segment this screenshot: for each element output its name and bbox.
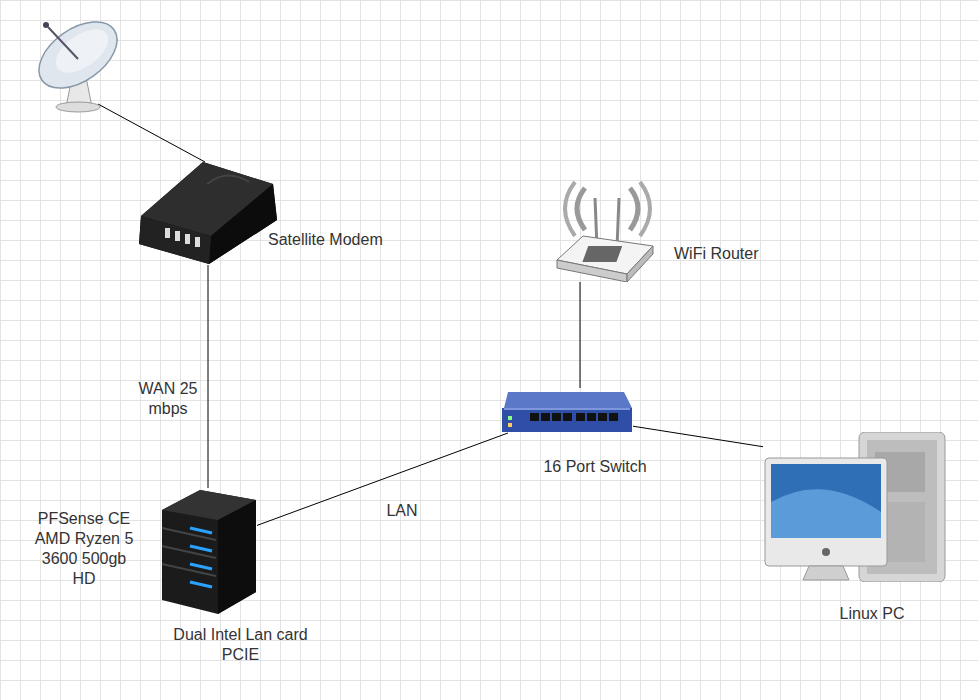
- linux-pc-icon: [763, 432, 946, 582]
- network-cable: [580, 282, 581, 388]
- pfsense-server: PFSense CE AMD Ryzen 5 3600 500gb HDDual…: [160, 488, 257, 615]
- network-switch: 16 Port Switch: [500, 388, 633, 433]
- linux-pc: Linux PC: [763, 432, 946, 582]
- device-label: Dual Intel Lan card PCIE: [158, 625, 323, 665]
- device-label: PFSense CE AMD Ryzen 5 3600 500gb HD: [28, 509, 140, 589]
- wifi-router: WiFi Router: [555, 178, 660, 282]
- device-label: 16 Port Switch: [520, 457, 670, 477]
- device-label: WiFi Router: [674, 244, 784, 264]
- wifi-router-icon: [555, 178, 660, 282]
- network-cable: [208, 265, 209, 488]
- network-switch-icon: [500, 388, 633, 433]
- link-label: LAN: [372, 501, 432, 521]
- pfsense-server-icon: [160, 488, 257, 615]
- device-label: Satellite Modem: [268, 230, 408, 250]
- link-label: WAN 25 mbps: [118, 379, 218, 419]
- satellite-modem: Satellite Modem: [137, 158, 278, 265]
- satellite-modem-icon: [137, 158, 278, 265]
- device-label: Linux PC: [822, 604, 922, 624]
- network-cable: [633, 426, 763, 447]
- network-cable: [257, 433, 508, 525]
